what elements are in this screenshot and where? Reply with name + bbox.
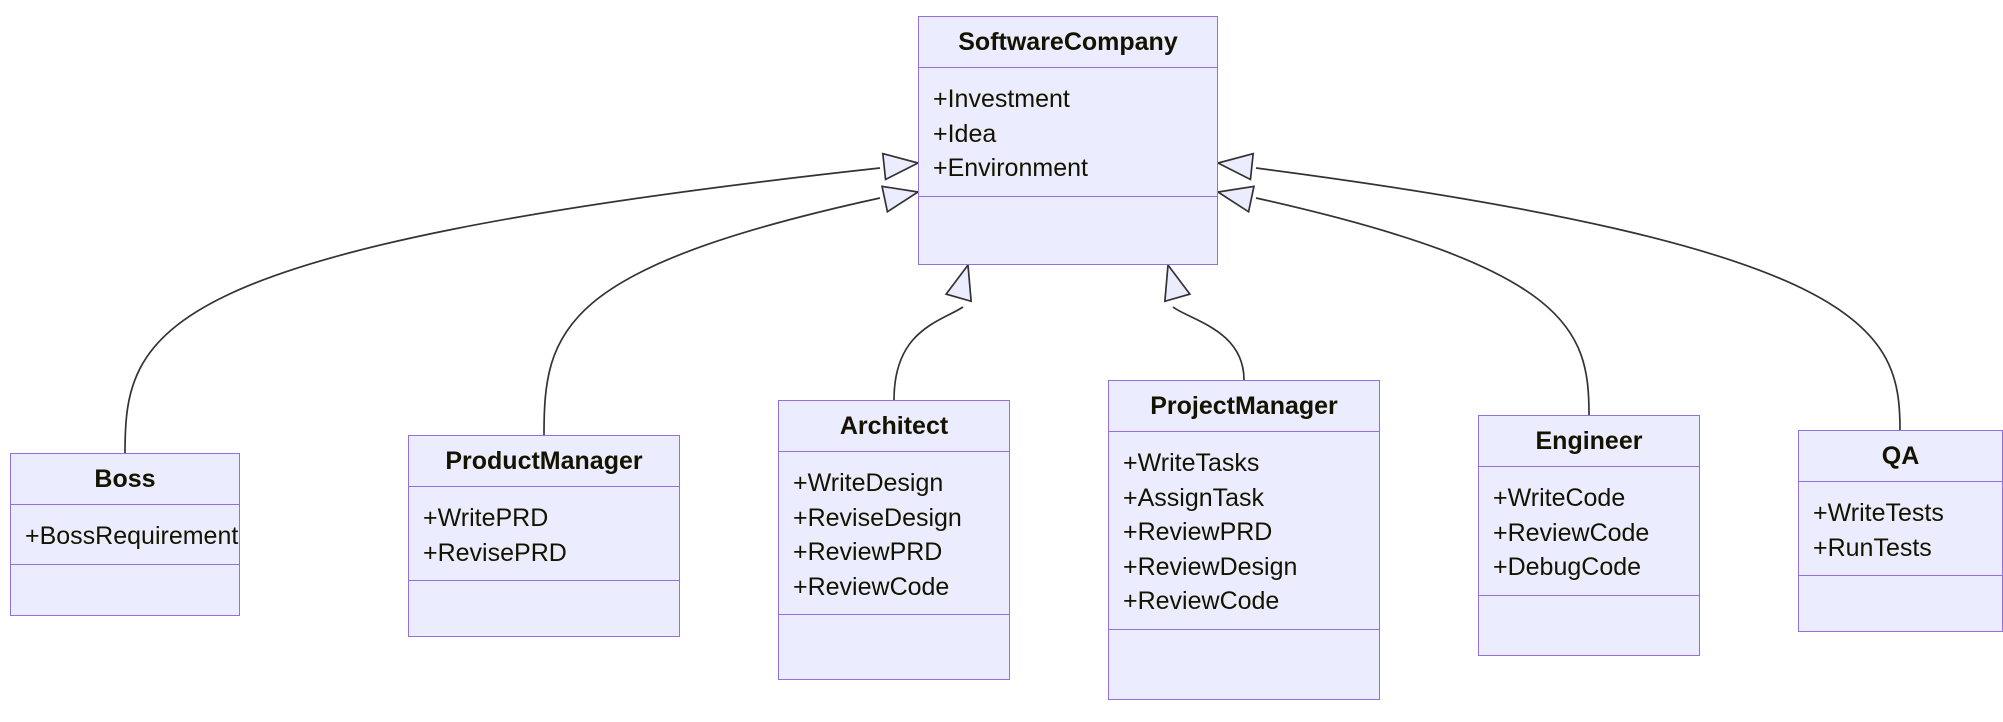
- class-attribute: +WriteTests: [1813, 499, 1944, 527]
- class-node-architect[interactable]: Architect +WriteDesign +ReviseDesign +Revie…: [778, 400, 1010, 680]
- class-node-methods: [919, 197, 1217, 265]
- class-node-attributes: +WriteTests +RunTests: [1799, 482, 2002, 576]
- class-attribute: +ReviewCode: [1123, 587, 1280, 615]
- class-node-engineer[interactable]: Engineer +WriteCode +ReviewCode +DebugCode: [1478, 415, 1700, 656]
- generalization-arrowhead-productmanager: [880, 185, 921, 214]
- class-attribute: +ReviseDesign: [793, 503, 962, 532]
- generalization-arrowhead-engineer: [1215, 185, 1256, 214]
- class-attribute: +ReviewPRD: [1123, 518, 1273, 546]
- class-node-softwarecompany[interactable]: SoftwareCompany +Investment +Idea +Environm…: [918, 16, 1218, 265]
- class-attribute: +BossRequirement: [25, 522, 239, 550]
- class-node-attributes: +BossRequirement: [11, 505, 239, 565]
- class-attribute: +Idea: [933, 119, 997, 148]
- class-node-projectmanager[interactable]: ProjectManager +WriteTasks +AssignTask +Rev…: [1108, 380, 1380, 700]
- class-attribute: +RunTests: [1813, 533, 1932, 562]
- class-attribute: +ReviewPRD: [793, 538, 943, 566]
- generalization-edge-boss: [124, 167, 881, 454]
- class-node-title: Engineer: [1479, 416, 1699, 467]
- class-attribute: +RevisePRD: [423, 538, 567, 567]
- class-attribute: +WriteTasks: [1123, 449, 1260, 477]
- class-node-title: Boss: [11, 454, 239, 505]
- class-node-methods: [11, 565, 239, 616]
- class-node-title: ProjectManager: [1109, 381, 1379, 432]
- class-attribute: +Investment: [933, 85, 1070, 113]
- class-attribute: +WritePRD: [423, 504, 549, 532]
- class-node-attributes: +WritePRD +RevisePRD: [409, 487, 679, 581]
- class-node-attributes: +WriteTasks +AssignTask +ReviewPRD +ReviewD…: [1109, 432, 1379, 630]
- class-attribute: +ReviewCode: [1493, 518, 1650, 547]
- class-node-title: QA: [1799, 431, 2002, 482]
- class-node-qa[interactable]: QA +WriteTests +RunTests: [1798, 430, 2003, 632]
- generalization-arrowhead-projectmanager: [1163, 262, 1192, 303]
- class-node-boss[interactable]: Boss +BossRequirement: [10, 453, 240, 616]
- class-attribute: +Environment: [933, 154, 1088, 182]
- class-attribute: +WriteCode: [1493, 484, 1626, 512]
- class-node-methods: [1799, 576, 2002, 631]
- class-attribute: +DebugCode: [1493, 553, 1642, 581]
- generalization-arrowhead-qa: [1215, 152, 1255, 181]
- class-node-attributes: +WriteDesign +ReviseDesign +ReviewPRD +Revi…: [779, 452, 1009, 615]
- class-node-attributes: +WriteCode +ReviewCode +DebugCode: [1479, 467, 1699, 596]
- class-attribute: +AssignTask: [1123, 483, 1265, 512]
- generalization-edge-projectmanager: [1172, 306, 1245, 381]
- class-node-methods: [1109, 630, 1379, 700]
- generalization-arrowhead-architect: [944, 262, 973, 303]
- class-attribute: +ReviewCode: [793, 572, 950, 601]
- generalization-edge-architect: [893, 306, 964, 401]
- class-node-title: Architect: [779, 401, 1009, 452]
- class-node-methods: [779, 615, 1009, 679]
- generalization-arrowhead-boss: [881, 152, 921, 181]
- class-node-methods: [409, 581, 679, 636]
- class-node-attributes: +Investment +Idea +Environment: [919, 68, 1217, 197]
- class-node-productmanager[interactable]: ProductManager +WritePRD +RevisePRD: [408, 435, 680, 637]
- class-node-methods: [1479, 596, 1699, 656]
- class-node-title: SoftwareCompany: [919, 17, 1217, 68]
- class-node-title: ProductManager: [409, 436, 679, 487]
- class-attribute: +ReviewDesign: [1123, 552, 1298, 581]
- class-attribute: +WriteDesign: [793, 469, 944, 497]
